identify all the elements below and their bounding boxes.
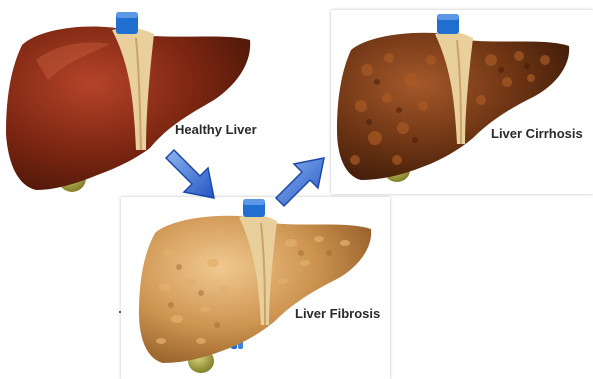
fibrosis-liver-illustration: [121, 197, 390, 379]
cirrhosis-liver-illustration: [331, 10, 593, 194]
arrow-up-right-icon: [270, 150, 332, 212]
cirrhosis-liver-panel: Liver Cirrhosis: [331, 10, 593, 194]
arrow-down-right-icon: [160, 144, 222, 206]
stage-label-healthy: Healthy Liver: [175, 122, 257, 137]
fibrosis-liver-panel: Liver Fibrosis: [121, 197, 390, 379]
stage-label-fibrosis: Liver Fibrosis: [295, 306, 380, 321]
healthy-liver-illustration: [0, 0, 272, 200]
healthy-liver-panel: Healthy Liver: [0, 0, 272, 200]
stage-label-cirrhosis: Liver Cirrhosis: [491, 126, 583, 141]
stray-mark: [119, 311, 121, 313]
